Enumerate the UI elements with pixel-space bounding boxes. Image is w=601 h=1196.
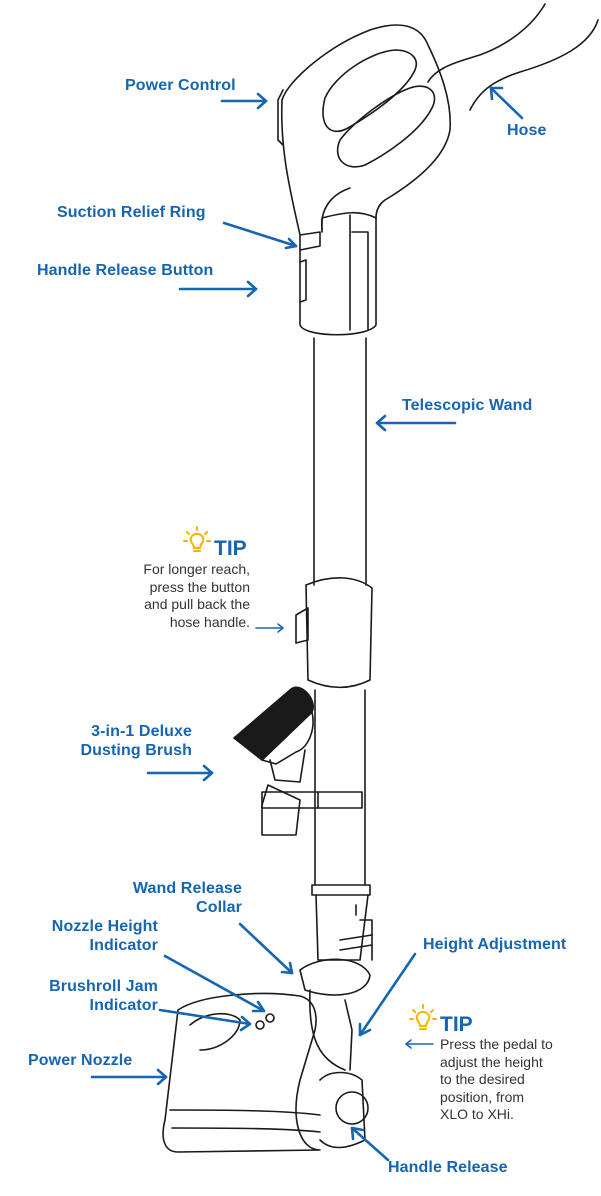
hose-handle-drawing	[277, 24, 451, 236]
tip-2-line-1: Press the pedal to	[440, 1036, 553, 1052]
arrow-power-control	[220, 92, 268, 110]
arrow-telescopic-wand	[375, 414, 457, 432]
arrow-nozzle-height-indicator	[163, 954, 266, 1013]
tip-2-line-4: position, from	[440, 1088, 525, 1105]
wand-release-collar-label-line-2: Collar	[196, 899, 242, 916]
lightbulb-icon	[183, 526, 211, 552]
dusting-brush-label-line-2: Dusting Brush	[80, 742, 192, 759]
brushroll-jam-indicator-label-line-1: Brushroll Jam	[49, 978, 158, 995]
wand-release-collar-label-line-1: Wand Release	[132, 880, 242, 897]
height-adjustment-label: Height Adjustment	[423, 936, 567, 953]
dusting-brush-drawing	[233, 686, 363, 836]
arrow-tip-2	[405, 1039, 434, 1049]
arrow-hose	[489, 86, 524, 120]
tip-1-line-2: press the button	[149, 578, 250, 595]
telescopic-wand-drawing	[295, 337, 373, 886]
tip-1-line-1: For longer reach,	[143, 561, 250, 577]
tip-1-text: For longer reach, press the button and p…	[110, 561, 250, 631]
arrow-dusting-brush	[146, 764, 214, 782]
dusting-brush-label: 3-in-1 Deluxe Dusting Brush	[60, 722, 192, 760]
handle-release-label: Handle Release	[388, 1159, 508, 1176]
arrow-power-nozzle	[90, 1068, 168, 1086]
handle-release-button-label: Handle Release Button	[37, 262, 214, 279]
power-nozzle-label: Power Nozzle	[28, 1052, 133, 1069]
tip-2-title: TIP	[440, 1013, 473, 1036]
arrow-handle-release-button	[178, 280, 258, 298]
lightbulb-icon	[409, 1004, 437, 1030]
arrow-handle-release	[350, 1126, 390, 1162]
tip-2-line-3: to the desired	[440, 1071, 525, 1087]
nozzle-height-indicator-label-line-2: Indicator	[89, 937, 158, 954]
arrow-brushroll-jam-indicator	[158, 1008, 252, 1032]
wand-release-collar-label: Wand Release Collar	[100, 879, 242, 917]
nozzle-height-indicator-label: Nozzle Height Indicator	[20, 917, 158, 955]
tip-2-line-5: XLO to XHi.	[440, 1106, 514, 1122]
arrow-suction-relief-ring	[222, 221, 298, 250]
tip-2-text: Press the pedal to adjust the height to …	[440, 1036, 590, 1124]
power-nozzle-drawing	[162, 992, 369, 1153]
arrow-height-adjustment	[358, 952, 417, 1037]
dusting-brush-label-line-1: 3-in-1 Deluxe	[91, 723, 192, 740]
hose-label: Hose	[507, 122, 547, 139]
handle-collar-drawing	[299, 211, 377, 336]
lower-wand-drawing	[299, 884, 373, 1071]
tip-1-line-3: and pull back the	[144, 596, 250, 612]
telescopic-wand-label: Telescopic Wand	[402, 397, 533, 414]
tip-1-title: TIP	[214, 537, 247, 560]
brushroll-jam-indicator-label: Brushroll Jam Indicator	[30, 977, 158, 1015]
power-control-label: Power Control	[125, 77, 236, 94]
suction-relief-ring-label: Suction Relief Ring	[57, 204, 206, 221]
arrow-wand-release-collar	[238, 922, 294, 975]
hose-drawing	[427, 3, 599, 111]
brushroll-jam-indicator-label-line-2: Indicator	[89, 997, 158, 1014]
tip-2-line-2: adjust the height	[440, 1053, 543, 1070]
arrow-tip-1	[255, 623, 284, 633]
tip-1-line-4: hose handle.	[169, 613, 250, 630]
nozzle-height-indicator-label-line-1: Nozzle Height	[51, 918, 158, 935]
